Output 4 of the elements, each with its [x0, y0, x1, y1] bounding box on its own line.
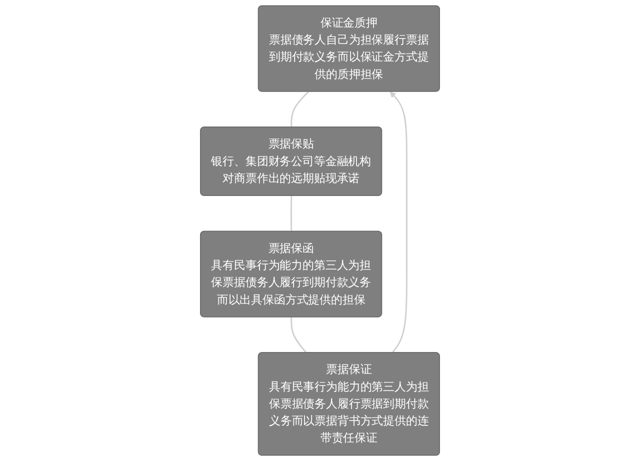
- connector: [290, 196, 292, 232]
- connector: [290, 91, 309, 128]
- connector: [290, 317, 307, 354]
- arrow: [390, 91, 408, 354]
